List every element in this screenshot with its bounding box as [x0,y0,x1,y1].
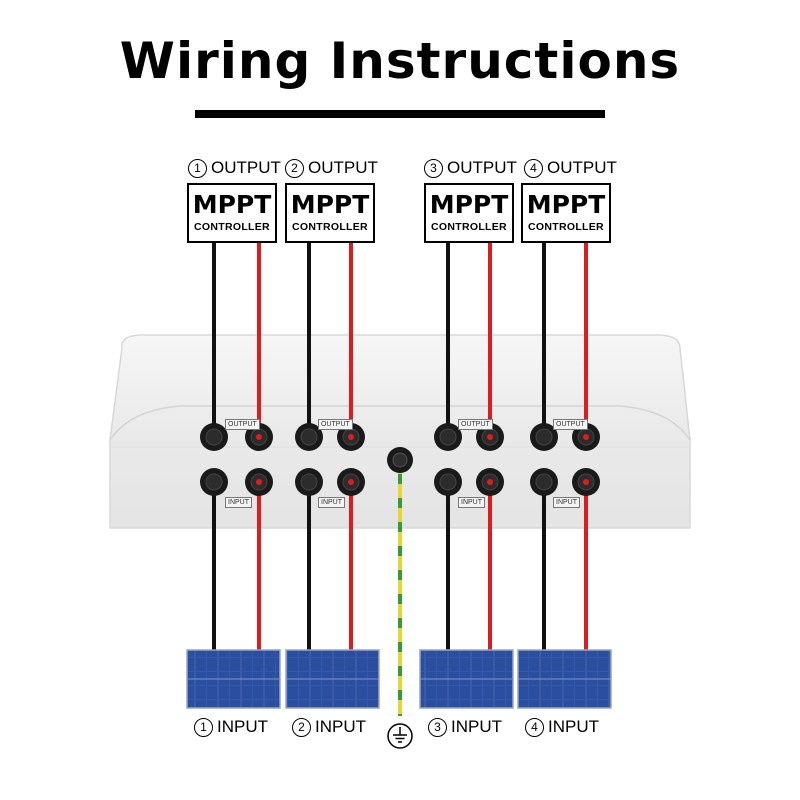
connector-icon [337,423,365,451]
connector-icon [295,423,323,451]
title-underline [195,110,605,118]
solar-panel-icon [186,649,281,709]
solar-panel-icon [517,649,612,709]
solar-panel-icon [419,649,514,709]
connector-icon [337,468,365,496]
output-tag-2: OUTPUT [318,419,353,430]
connector-icon [295,468,323,496]
input-tag-3: INPUT [458,497,485,508]
connector-icon [200,423,228,451]
connector-icon [476,423,504,451]
connector-icon [476,468,504,496]
output-tag-1: OUTPUT [225,419,260,430]
connector-icon [572,468,600,496]
input-tag-4: INPUT [553,497,580,508]
connector-icon [245,468,273,496]
ground-gland-icon [387,447,413,473]
solar-panel-icon [285,649,380,709]
input-connectors [200,468,600,496]
connector-icon [572,423,600,451]
output-tag-3: OUTPUT [458,419,493,430]
input-wires [212,482,588,650]
ground-symbol-icon [387,723,413,749]
connector-icon [434,423,462,451]
connector-icon [530,423,558,451]
solar-panels [186,649,612,709]
input-tag-2: INPUT [318,497,345,508]
page-title: Wiring Instructions [119,32,681,90]
output-wires [212,243,588,437]
connector-icon [530,468,558,496]
connector-icon [434,468,462,496]
input-tag-1: INPUT [225,497,252,508]
output-connectors [200,423,600,451]
connector-icon [200,468,228,496]
output-tag-4: OUTPUT [553,419,588,430]
